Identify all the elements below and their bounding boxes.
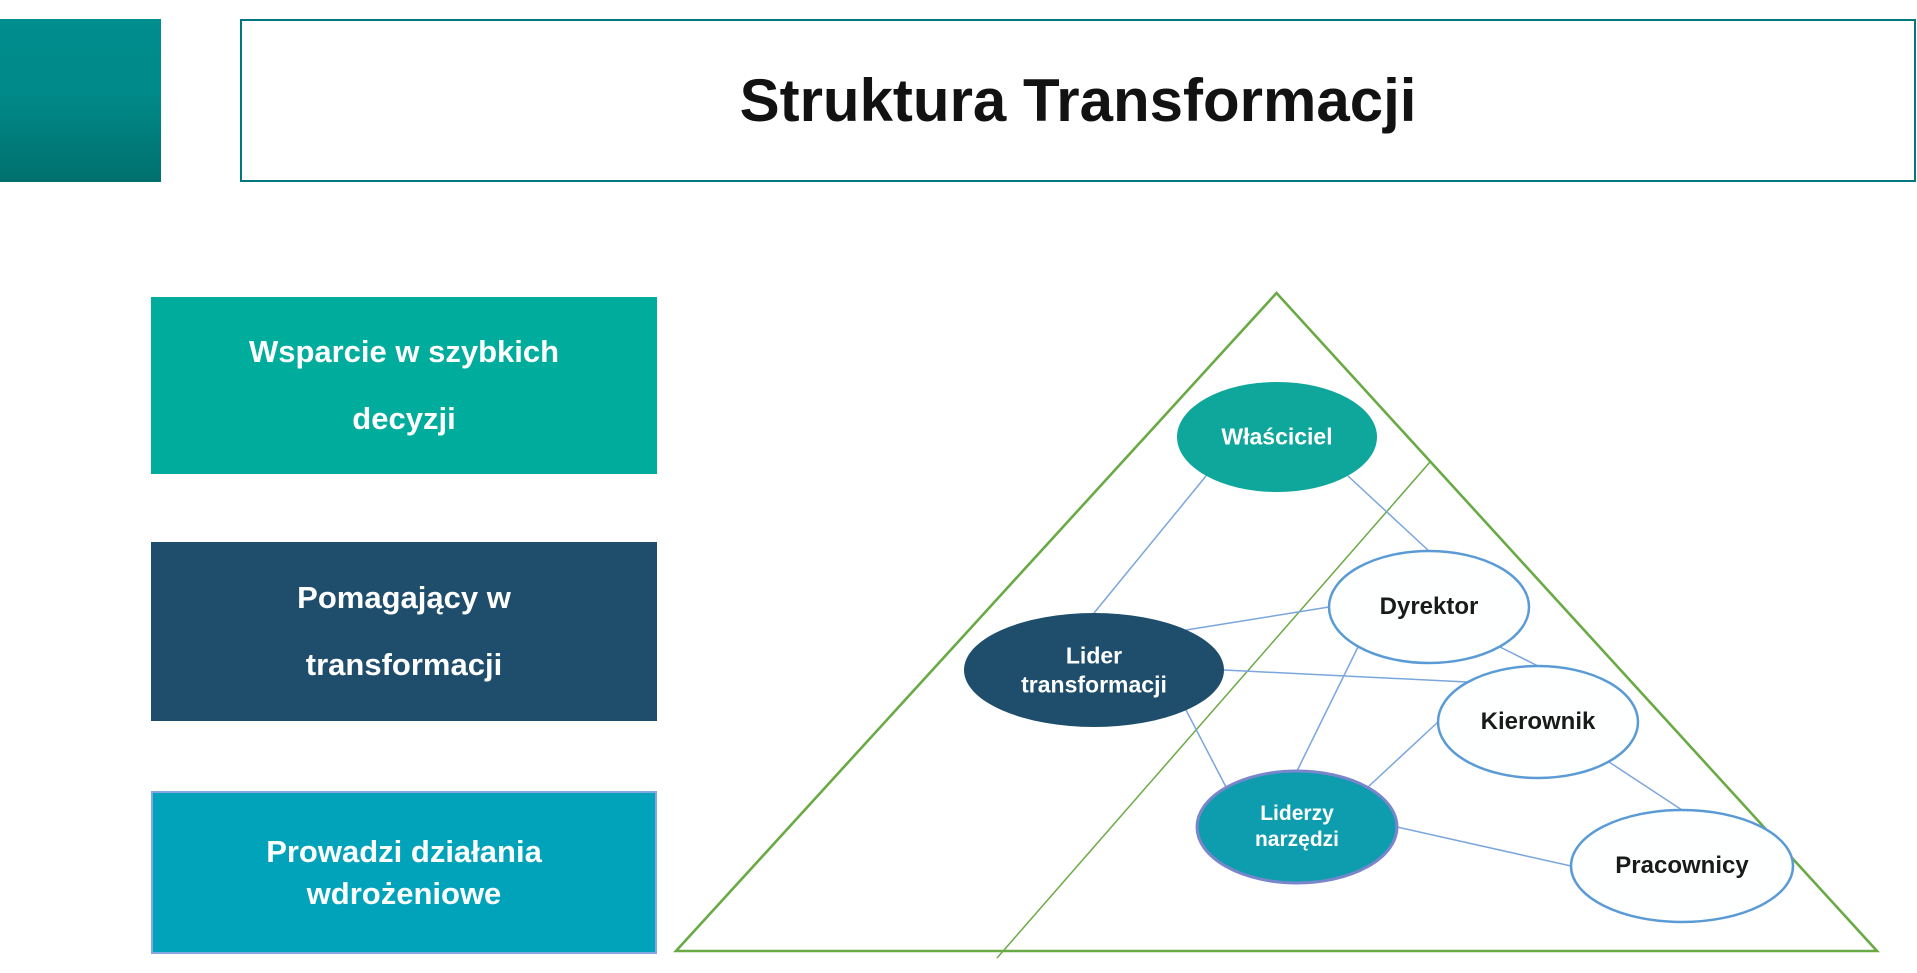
connector-wlasciciel-dyrektor xyxy=(1347,475,1430,552)
legend-box-line: decyzji xyxy=(352,400,456,436)
node-ellipse-liderzy-narzedzi xyxy=(1195,769,1399,885)
node-ellipse-kierownik xyxy=(1436,664,1640,780)
triangle-outline xyxy=(673,291,1880,953)
liderzy-node-group xyxy=(1195,769,1399,885)
connector-lider-liderzy xyxy=(1185,709,1227,788)
connector-liderzy-kierownik xyxy=(1367,721,1439,788)
legend-box-line: transformacji xyxy=(305,646,503,682)
node-ellipse-wlasciciel xyxy=(1177,382,1377,492)
node-ellipse-dyrektor xyxy=(1327,549,1531,665)
node-label-dyrektor: Dyrektor xyxy=(1379,593,1479,620)
legend-box-line: wdrożeniowe xyxy=(306,875,502,911)
node-ellipse-pracownicy xyxy=(1569,808,1795,924)
corner-accent-block xyxy=(0,19,161,182)
legend-box-pomagajacy: Pomagający w transformacji xyxy=(151,542,657,721)
connector-dyrektor-liderzy xyxy=(1296,646,1359,772)
node-label-wlasciciel: Właściciel xyxy=(1221,423,1333,450)
connector-liderzy-pracownicy xyxy=(1396,826,1572,867)
node-label-line: Lider xyxy=(1065,642,1123,669)
connector-lider-dyrektor xyxy=(1185,606,1330,631)
node-label-line: Liderzy xyxy=(1260,801,1334,825)
legend-box-wsparcie: Wsparcie w szybkich decyzji xyxy=(151,297,657,474)
connector-wlasciciel-lider xyxy=(1093,475,1207,614)
node-label-pracownicy: Pracownicy xyxy=(1615,852,1749,879)
page-title: Struktura Transformacji xyxy=(739,67,1417,134)
connector-lider-kierownik xyxy=(1223,669,1468,683)
connector-kierownik-pracownicy xyxy=(1608,761,1683,811)
legend-box-prowadzi: Prowadzi działania wdrożeniowe xyxy=(151,791,657,954)
white-nodes-group xyxy=(1327,549,1795,924)
triangle-inner-line xyxy=(996,461,1431,959)
legend-box-line: Prowadzi działania xyxy=(266,833,542,869)
legend-box-line: Pomagający w xyxy=(297,579,511,615)
connector-dyrektor-kierownik xyxy=(1499,646,1539,667)
node-label-kierownik: Kierownik xyxy=(1480,708,1596,735)
connector-lines xyxy=(1093,475,1683,867)
node-ellipse-lider-transformacji xyxy=(964,613,1224,727)
node-label-line: narzędzi xyxy=(1254,828,1340,851)
title-box: Struktura Transformacji xyxy=(240,19,1916,182)
node-label-line: transformacji xyxy=(1021,671,1167,697)
legend-box-line: Wsparcie w szybkich xyxy=(248,333,560,369)
node-label-liderzy-narzedzi: Liderzy narzędzi xyxy=(1255,801,1339,854)
node-label-lider-transformacji: Lider transformacji xyxy=(1021,641,1167,699)
triangle-group xyxy=(673,291,1880,959)
